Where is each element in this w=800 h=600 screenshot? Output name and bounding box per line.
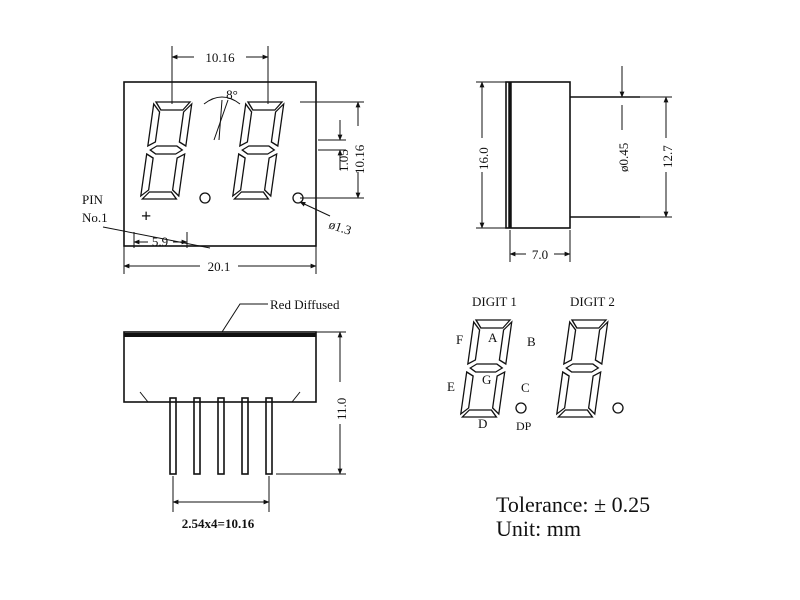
map-d1-seg-b: [498, 320, 513, 366]
segment-map-digit-2: [555, 319, 609, 418]
map-d2-seg-e: [555, 370, 570, 416]
map-d2-seg-b: [594, 320, 609, 366]
front-d2-seg-c: [263, 152, 278, 198]
front-digit-2: [231, 101, 285, 200]
side-dim-depth: 7.0: [532, 247, 548, 262]
front-d1-seg-g: [149, 145, 184, 155]
bottom-pin-3: [217, 397, 225, 475]
segment-label-b: B: [527, 334, 536, 349]
bottom-dim-pin-pitch: 2.54x4=10.16: [182, 516, 255, 531]
front-d1-seg-e: [139, 152, 154, 198]
front-dim-digit-pitch: 10.16: [205, 50, 235, 65]
segment-map: DIGIT 1 DIGIT 2 A B F G E C D: [447, 294, 624, 433]
side-dim-body-height: 16.0: [476, 147, 491, 170]
front-dim-slant: 8°: [226, 87, 238, 102]
map-d2-seg-a: [570, 319, 608, 329]
note-unit: Unit: mm: [496, 516, 581, 541]
map-d2-seg-c: [587, 370, 602, 416]
segment-map-digit2-label: DIGIT 2: [570, 294, 615, 309]
map-d1-dp: [515, 402, 527, 414]
front-d1-seg-c: [171, 152, 186, 198]
front-pin-label-line2: No.1: [82, 210, 108, 225]
bottom-pin-2: [193, 397, 201, 475]
segment-label-f: F: [456, 332, 463, 347]
front-dim-digit-height: 10.16: [352, 144, 367, 174]
front-pin-marker: +: [141, 206, 151, 226]
map-d1-seg-c: [491, 370, 506, 416]
front-d2-seg-g: [241, 145, 276, 155]
side-body-outline: [505, 81, 571, 229]
map-d2-dp: [612, 402, 624, 414]
segment-label-dp: DP: [516, 419, 532, 433]
front-d1-seg-a: [154, 101, 192, 111]
segment-label-a: A: [488, 330, 498, 345]
bottom-pin-5: [265, 397, 273, 475]
map-d2-seg-d: [556, 409, 594, 418]
map-d2-seg-f: [563, 320, 577, 366]
map-d2-seg-g: [565, 363, 600, 373]
front-d2-seg-d: [232, 191, 270, 200]
side-dim-pin-span: 12.7: [660, 145, 675, 168]
segment-map-digit-1: [459, 319, 513, 418]
front-dim-total-width: 20.1: [208, 259, 231, 274]
bottom-pin-1: [169, 397, 177, 475]
bottom-pins: [169, 397, 273, 475]
front-d1-dp: [199, 192, 211, 204]
segment-label-c: C: [521, 380, 530, 395]
front-d2-seg-f: [239, 102, 253, 148]
map-d1-seg-g: [469, 363, 504, 373]
segment-label-e: E: [447, 379, 455, 394]
front-dim-segment-height: 1.05: [336, 149, 351, 172]
front-d2-seg-b: [270, 102, 285, 148]
front-dim-dp-diameter: ø1.3: [327, 217, 353, 238]
front-d2-seg-a: [246, 101, 284, 111]
segment-map-digit1-label: DIGIT 1: [472, 294, 517, 309]
bottom-body-outline: [123, 331, 317, 403]
bottom-pin-4: [241, 397, 249, 475]
front-d2-seg-e: [231, 152, 246, 198]
front-dim-pin-offset: 5.9: [152, 234, 168, 249]
map-d1-seg-f: [467, 320, 481, 366]
front-d1-seg-b: [178, 102, 193, 148]
bottom-view: Red Diffused 11.0 2.54x4=10.16: [123, 297, 349, 531]
front-digit-1: [139, 101, 193, 200]
front-pin-label-line1: PIN: [82, 192, 104, 207]
side-view: 16.0 ø0.45 12.7 7.0: [476, 66, 675, 262]
segment-label-g: G: [482, 372, 491, 387]
bottom-lens-label: Red Diffused: [270, 297, 340, 312]
front-view: 10.16 8° 1.05 10.16 ø1.3 PIN No.1 + 5.9: [82, 46, 367, 274]
segment-label-d: D: [478, 416, 487, 431]
front-d1-seg-f: [147, 102, 161, 148]
map-d1-seg-d: [460, 409, 498, 418]
map-d1-seg-e: [459, 370, 474, 416]
note-tolerance: Tolerance: ± 0.25: [496, 492, 650, 517]
front-d1-seg-d: [140, 191, 178, 200]
front-body-outline: [123, 81, 317, 247]
bottom-dim-height: 11.0: [334, 398, 349, 420]
side-dim-pin-diameter: ø0.45: [616, 143, 631, 172]
map-d1-seg-a: [474, 319, 512, 329]
notes: Tolerance: ± 0.25 Unit: mm: [496, 492, 650, 541]
